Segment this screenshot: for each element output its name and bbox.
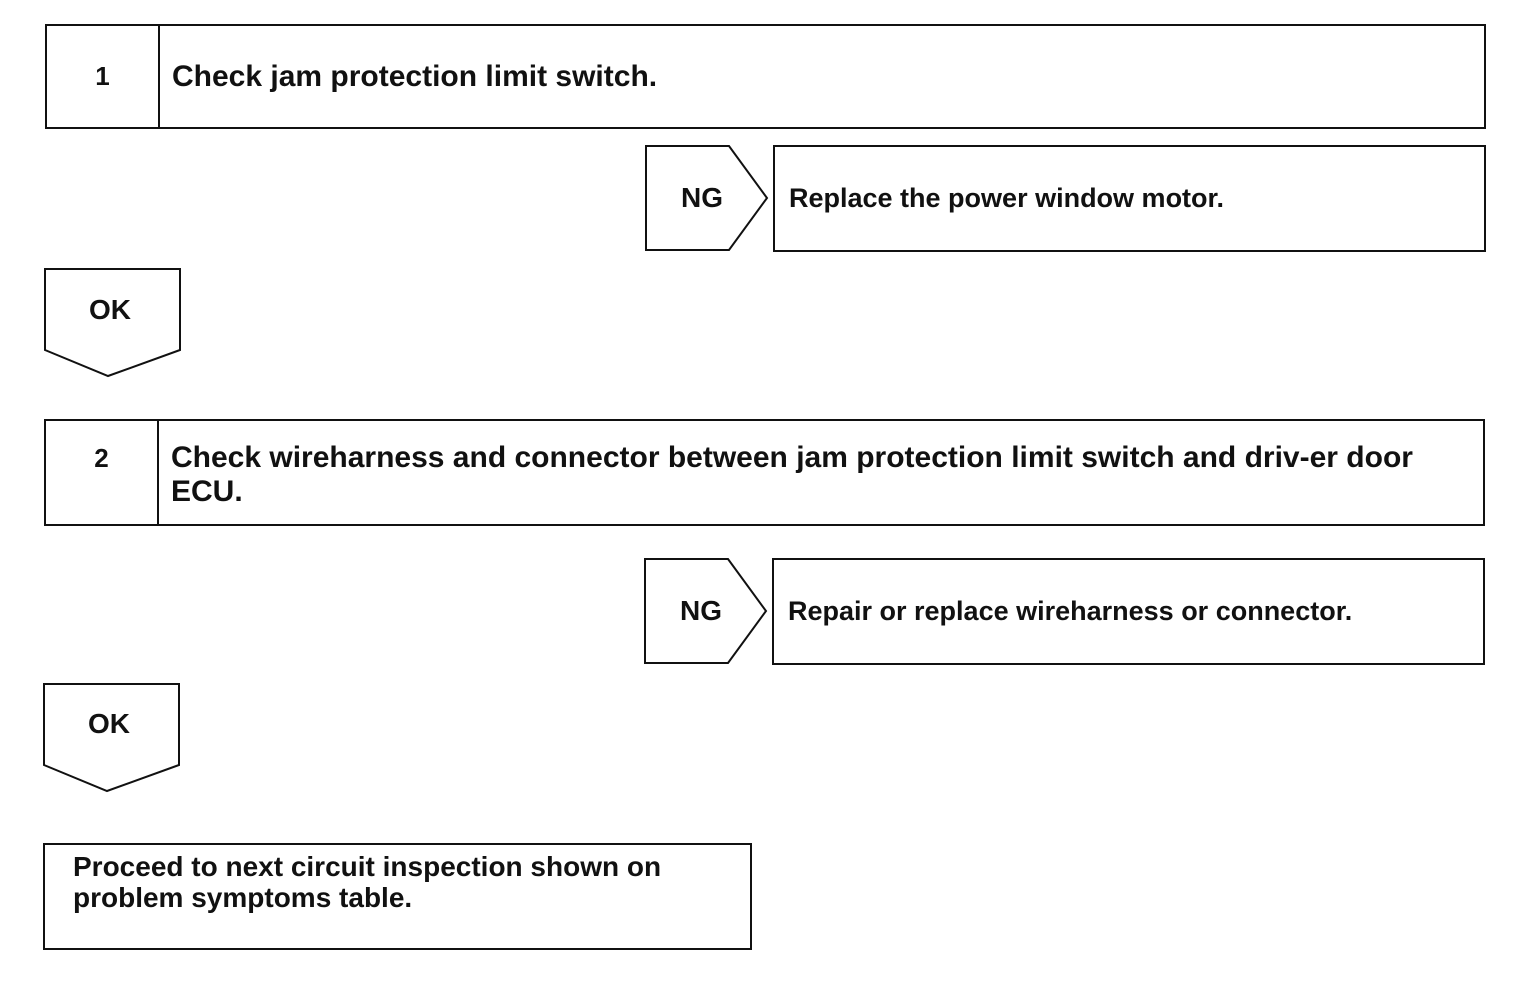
- final-text: Proceed to next circuit inspection shown…: [73, 851, 662, 913]
- step-1-ng-label: NG: [681, 182, 723, 213]
- step-2-number: 2: [46, 421, 159, 524]
- step-1-ok-chevron: [44, 268, 181, 378]
- step-2-text: Check wireharness and connector between …: [171, 441, 1413, 508]
- step-2-ok-label: OK: [88, 708, 130, 739]
- step-2-box: 2 Check wireharness and connector betwee…: [44, 419, 1485, 526]
- step-1-ng-action-text: Replace the power window motor.: [789, 183, 1225, 213]
- step-2-ok-chevron: [43, 683, 180, 793]
- final-box: Proceed to next circuit inspection shown…: [43, 843, 752, 950]
- step-1-number: 1: [47, 26, 160, 127]
- step-1-ok-label: OK: [89, 294, 131, 325]
- step-2-ng-arrow: [644, 558, 768, 664]
- step-1-ng-action-box: Replace the power window motor.: [773, 145, 1486, 252]
- step-1-ng-arrow: [645, 145, 769, 251]
- step-2-ng-label: NG: [680, 595, 722, 626]
- step-2-ng-action-text: Repair or replace wireharness or connect…: [788, 596, 1353, 626]
- step-1-box: 1 Check jam protection limit switch.: [45, 24, 1486, 129]
- step-1-text: Check jam protection limit switch.: [172, 60, 658, 93]
- step-2-ng-action-box: Repair or replace wireharness or connect…: [772, 558, 1485, 665]
